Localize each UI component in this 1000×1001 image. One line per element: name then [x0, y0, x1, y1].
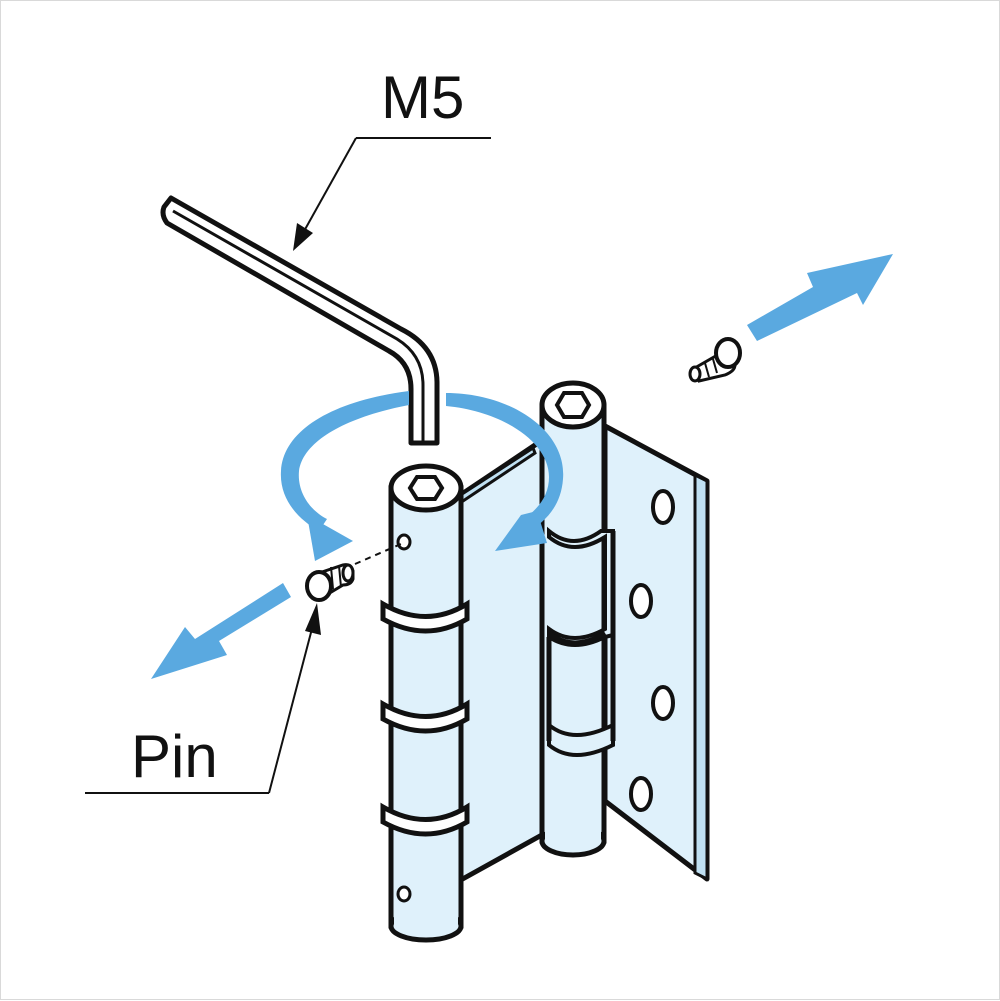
hex-socket — [554, 391, 592, 419]
front-barrel — [380, 463, 470, 943]
screw-hole — [629, 583, 653, 619]
hinge-pin — [688, 337, 742, 383]
hex-key — [160, 195, 440, 446]
rear-barrel — [539, 380, 616, 858]
screw-hole — [651, 685, 675, 721]
leader-m5 — [293, 137, 491, 251]
right-leaf — [602, 423, 710, 882]
wrench-size-label: M5 — [381, 64, 464, 131]
screw-hole — [629, 776, 653, 812]
move-arrow — [151, 254, 893, 679]
screw-hole — [651, 489, 675, 525]
leader-pin — [85, 603, 321, 794]
pin-hole — [396, 885, 412, 903]
hinge-pin — [305, 543, 402, 602]
rotate-arrow — [280, 391, 564, 561]
hex-socket — [407, 475, 445, 501]
pin-label: Pin — [131, 723, 218, 790]
pin-hole — [396, 533, 412, 551]
